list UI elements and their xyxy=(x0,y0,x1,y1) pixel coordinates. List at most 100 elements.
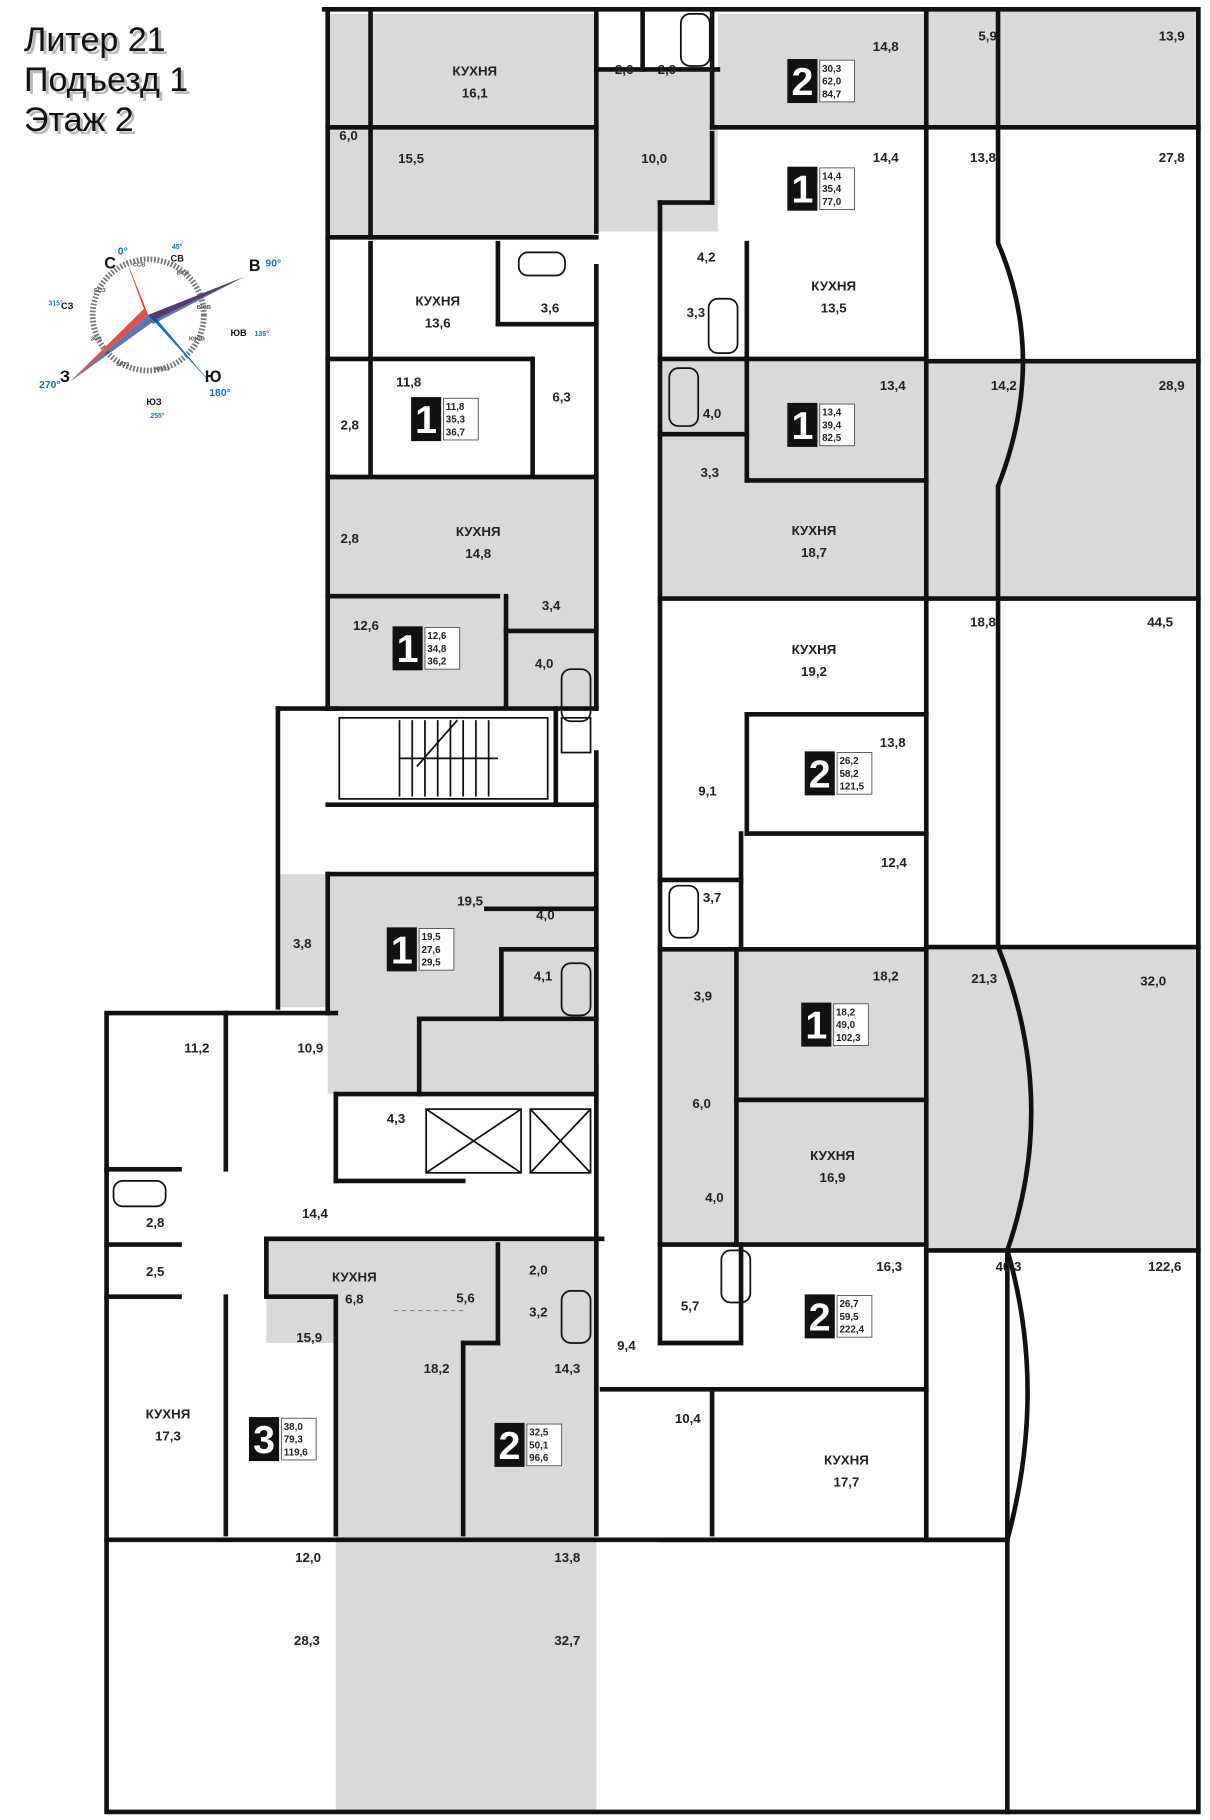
room-area-label: 17,7 xyxy=(833,1475,859,1490)
floor-label: Этаж 2 xyxy=(24,101,134,139)
area-info-box xyxy=(526,1423,563,1467)
room-type-label: КУХНЯ xyxy=(810,1148,855,1163)
full-area: 84,7 xyxy=(822,89,842,100)
living-area: 11,8 xyxy=(446,402,465,413)
room-area-label: 5,9 xyxy=(978,29,997,44)
room-type-label: КУХНЯ xyxy=(792,523,837,538)
bathtub-icon xyxy=(112,1180,167,1208)
elevator-shaft xyxy=(425,1108,522,1174)
room-count: 1 xyxy=(791,168,813,212)
shaded-areas xyxy=(266,9,1199,1812)
room-area-label: 10,0 xyxy=(641,151,667,166)
room-area-label: 6,0 xyxy=(692,1096,711,1111)
bathtub-icon xyxy=(560,962,592,1017)
room-area-label: 14,8 xyxy=(873,39,899,54)
full-area: 121,5 xyxy=(839,782,864,793)
room-area-label: 6,0 xyxy=(339,128,358,143)
full-area: 96,6 xyxy=(529,1453,549,1464)
total-area: 35,3 xyxy=(446,415,466,426)
room-count: 1 xyxy=(805,1004,827,1048)
room-area-label: 10,4 xyxy=(675,1411,701,1426)
room-area-label: 122,6 xyxy=(1148,1259,1181,1274)
room-count: 2 xyxy=(809,752,831,796)
room-area-label: 2,8 xyxy=(146,1215,165,1230)
room-area-label: 4,0 xyxy=(705,1190,724,1205)
shaded-apartment-area xyxy=(266,1238,597,1344)
room-area-label: 16,9 xyxy=(820,1170,846,1185)
area-info-box xyxy=(833,1003,869,1046)
room-area-label: 4,3 xyxy=(387,1111,406,1126)
room-area-label: 3,7 xyxy=(703,890,722,905)
bathtub-icon xyxy=(560,668,592,723)
total-area: 35,4 xyxy=(822,184,842,195)
compass-minor-label: ЮЮЗ xyxy=(154,366,170,372)
bathtub-icon xyxy=(668,884,700,939)
compass-ring xyxy=(89,256,207,374)
full-area: 77,0 xyxy=(822,197,842,208)
room-count-box xyxy=(804,1294,835,1339)
total-area: 50,1 xyxy=(529,1440,549,1451)
full-area: 36,2 xyxy=(427,657,447,668)
walls xyxy=(104,6,1201,1815)
room-area-label: 18,2 xyxy=(873,969,899,984)
bathtub-icon xyxy=(720,1249,752,1304)
living-area: 18,2 xyxy=(836,1007,856,1018)
room-area-label: 18,7 xyxy=(801,545,827,560)
room-area-label: 4,1 xyxy=(534,969,553,984)
room-area-label: 2,8 xyxy=(340,531,359,546)
room-count-box xyxy=(392,626,423,671)
room-type-label: КУХНЯ xyxy=(415,294,460,309)
shaded-apartment-area xyxy=(926,361,1199,599)
room-count: 1 xyxy=(397,627,419,671)
room-count-box xyxy=(248,1417,280,1462)
compass-north-ray xyxy=(122,251,149,315)
room-area-label: 9,4 xyxy=(617,1338,636,1353)
room-area-label: 14,4 xyxy=(873,150,899,165)
room-count-box xyxy=(787,59,818,104)
wall xyxy=(416,1016,599,1097)
compass-direction-label: С xyxy=(104,255,116,273)
stair-arrow xyxy=(416,719,459,768)
room-area-label: 11,8 xyxy=(396,375,421,390)
compass-direction-label: ЮЗ xyxy=(146,397,162,407)
full-area: 102,3 xyxy=(836,1033,861,1044)
compass-minor-label: ССЗ xyxy=(94,288,106,294)
compass-degree-label: 135° xyxy=(255,330,270,338)
room-area-label: 5,6 xyxy=(456,1290,475,1305)
room-area-label: 2,5 xyxy=(146,1264,165,1279)
compass-direction-label: СЗ xyxy=(61,301,74,311)
room-area-label: 32,0 xyxy=(1140,973,1166,988)
room-area-label: 3,4 xyxy=(542,598,561,613)
entrance-label: Подъезд 1 xyxy=(24,61,189,99)
room-area-label: 3,6 xyxy=(541,301,560,316)
living-area: 13,4 xyxy=(822,408,842,419)
area-info-box xyxy=(819,167,855,211)
area-info-box xyxy=(836,752,873,795)
compass-direction-label: З xyxy=(60,368,70,386)
compass-minor-label: ССВ xyxy=(133,262,146,268)
plan-title: Литер 21 Подъезд 1 Этаж 2 xyxy=(24,20,188,140)
wall xyxy=(995,6,1034,1543)
compass-degree-label: 90° xyxy=(265,258,281,269)
fixtures xyxy=(112,13,752,1344)
elevator-shaft xyxy=(529,1108,592,1174)
total-area: 62,0 xyxy=(822,77,842,88)
room-area-label: 5,7 xyxy=(681,1299,700,1314)
room-area-label: 12,0 xyxy=(295,1550,321,1565)
area-info-box xyxy=(280,1417,317,1461)
total-area: 34,8 xyxy=(427,644,447,655)
living-area: 26,2 xyxy=(839,756,859,767)
wall xyxy=(264,1236,339,1537)
room-area-label: 19,2 xyxy=(801,664,827,679)
room-area-label: 3,9 xyxy=(694,988,713,1003)
living-area: 38,0 xyxy=(284,1422,304,1433)
room-area-label: 16,3 xyxy=(876,1259,902,1274)
room-area-label: 3,3 xyxy=(687,305,706,320)
room-area-label: 2,6 xyxy=(615,62,634,77)
room-area-label: 3,2 xyxy=(529,1304,548,1319)
